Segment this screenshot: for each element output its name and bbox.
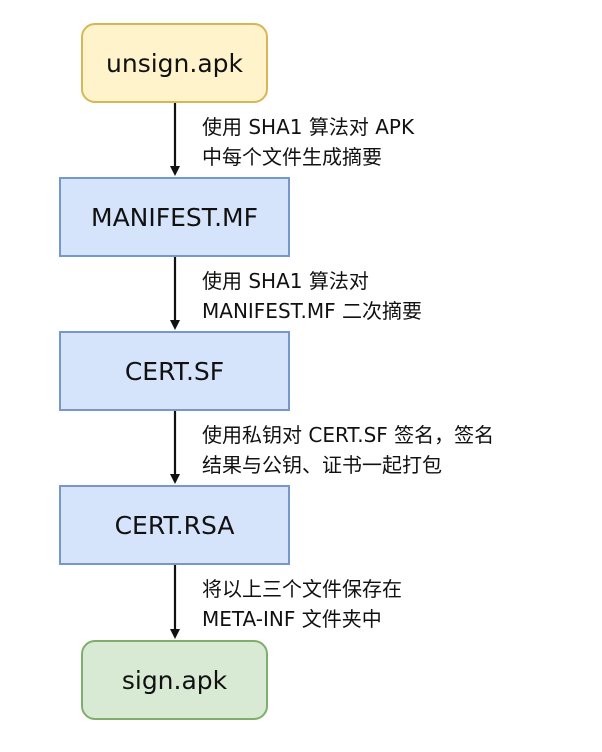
edge-label-2-line-2: MANIFEST.MF 二次摘要 <box>202 299 422 323</box>
edge-label-1: 使用 SHA1 算法对 APK 中每个文件生成摘要 <box>202 112 414 172</box>
edge-label-3-line-1: 使用私钥对 CERT.SF 签名，签名 <box>202 423 495 447</box>
node-cert-sf: CERT.SF <box>59 331 290 411</box>
edge-label-2: 使用 SHA1 算法对 MANIFEST.MF 二次摘要 <box>202 266 422 326</box>
node-manifest-mf: MANIFEST.MF <box>59 177 290 257</box>
node-sign-apk: sign.apk <box>81 640 268 720</box>
edge-label-2-line-1: 使用 SHA1 算法对 <box>202 269 369 293</box>
node-cert-rsa: CERT.RSA <box>59 485 290 565</box>
edge-label-1-line-1: 使用 SHA1 算法对 APK <box>202 115 415 139</box>
edge-label-1-line-2: 中每个文件生成摘要 <box>202 145 382 169</box>
edge-label-3-line-2: 结果与公钥、证书一起打包 <box>202 453 442 477</box>
edge-label-4-line-2: META-INF 文件夹中 <box>202 607 382 631</box>
edge-label-3: 使用私钥对 CERT.SF 签名，签名 结果与公钥、证书一起打包 <box>202 420 494 480</box>
node-unsign-apk: unsign.apk <box>81 23 268 103</box>
edge-label-4-line-1: 将以上三个文件保存在 <box>202 577 402 601</box>
edge-label-4: 将以上三个文件保存在 META-INF 文件夹中 <box>202 574 402 634</box>
